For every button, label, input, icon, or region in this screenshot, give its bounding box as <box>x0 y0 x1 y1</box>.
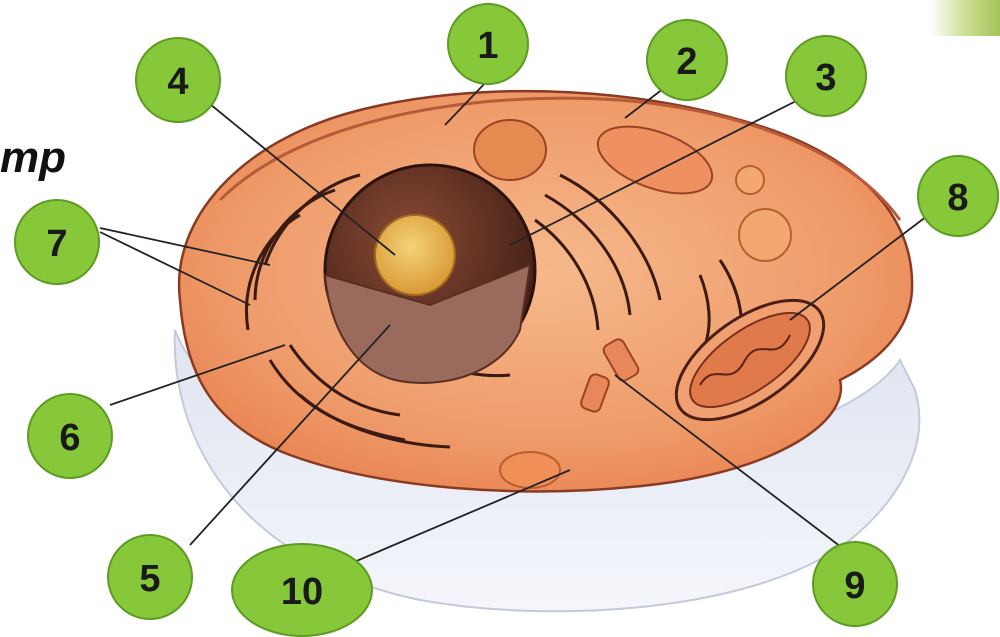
label-5-text: 5 <box>139 558 160 600</box>
label-1: 1 <box>448 4 528 84</box>
vesicle-right-2 <box>736 166 764 194</box>
label-10-text: 10 <box>281 571 323 613</box>
label-7-text: 7 <box>46 223 67 265</box>
label-4-text: 4 <box>167 61 188 103</box>
label-9: 9 <box>813 542 897 626</box>
label-4: 4 <box>136 38 220 122</box>
label-3-text: 3 <box>815 57 836 99</box>
label-5: 5 <box>108 535 192 619</box>
nucleus <box>325 165 535 383</box>
label-8-text: 8 <box>947 177 968 219</box>
vesicle-lower <box>500 452 560 488</box>
label-8: 8 <box>918 156 998 236</box>
label-7: 7 <box>15 200 99 284</box>
organelle-upper-center <box>474 120 546 180</box>
title-fragment: mp <box>0 133 66 183</box>
label-2: 2 <box>647 20 727 100</box>
label-2-text: 2 <box>676 41 697 83</box>
label-9-text: 9 <box>844 565 865 607</box>
label-6-text: 6 <box>59 417 80 459</box>
label-1-text: 1 <box>477 25 498 67</box>
label-6: 6 <box>28 394 112 478</box>
label-3: 3 <box>786 36 866 116</box>
label-10: 10 <box>232 544 372 636</box>
vesicle-right <box>739 209 791 261</box>
